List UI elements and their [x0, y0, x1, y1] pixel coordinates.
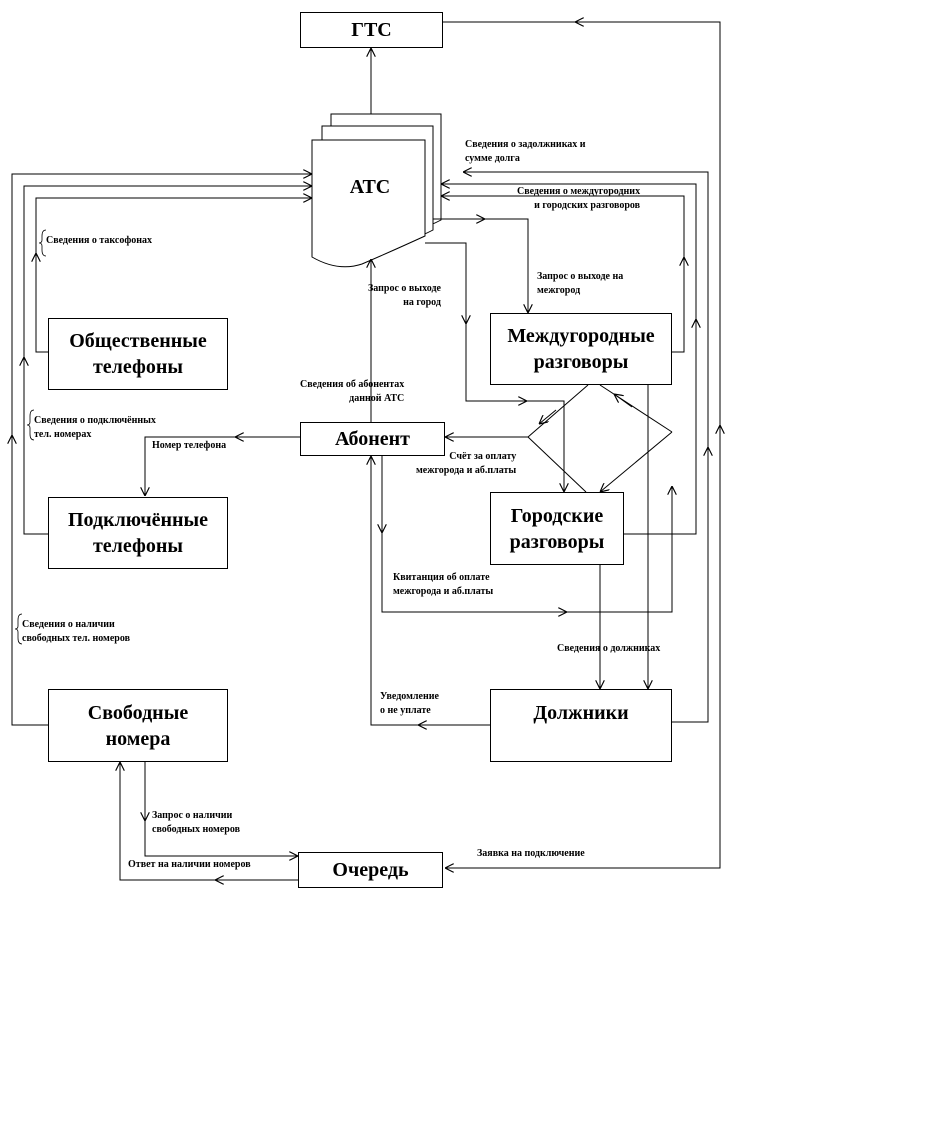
label-debtors-info: Сведения о задолжниках и сумме долга [465, 138, 586, 166]
label-nonpayment-notice: Уведомление о не уплате [380, 690, 439, 718]
label-free-numbers-info: Сведения о наличии свободных тел. номеро… [22, 618, 130, 646]
label-free-numbers-request-line2: свободных номеров [152, 824, 241, 835]
loop-longdist-right [441, 196, 685, 353]
label-numbers-answer-line1: Ответ на наличии номеров [128, 859, 251, 870]
diamond-right-bottom [600, 431, 673, 492]
connected-phones-box: Подключённые телефоны [48, 497, 228, 569]
public-phones-label-line2: телефоны [92, 356, 183, 378]
label-connected-info: Сведения о подключённых тел. номерах [34, 414, 156, 442]
arrow-ats-to-longdist [433, 218, 528, 313]
label-debtor-info: Сведения о должниках [557, 642, 660, 656]
label-payment-bill-line1: Счёт за оплату [449, 451, 517, 462]
label-long-distance-request-line1: Запрос о выходе на [537, 271, 624, 282]
loop-public-phones [35, 198, 312, 353]
label-payment-bill-line2: межгорода и аб.платы [416, 465, 517, 476]
label-free-numbers-request: Запрос о наличии свободных номеров [152, 809, 240, 837]
arrow-debtors-to-subscriber [371, 456, 490, 726]
label-debtors-info-line1: Сведения о задолжниках и [465, 139, 586, 150]
loop-debtors-right [463, 172, 709, 723]
label-payment-bill: Счёт за оплату межгорода и аб.платы [416, 450, 516, 478]
label-city-request-line1: Запрос о выходе [368, 283, 441, 294]
arrow-free-to-queue [144, 762, 298, 856]
free-numbers-box: Свободные номера [48, 689, 228, 762]
brace-free-numbers [14, 613, 23, 645]
ats-label: АТС [349, 176, 391, 198]
label-payphones-info: Сведения о таксофонах [46, 234, 152, 248]
label-nonpayment-notice-line2: о не уплате [380, 705, 431, 716]
queue-box: Очередь [298, 852, 443, 888]
ats-document-stack [311, 113, 442, 268]
diamond-right-chevron [614, 394, 633, 408]
label-connection-request-line1: Заявка на подключение [477, 848, 585, 859]
loop-city-right [441, 184, 697, 535]
label-debtor-info-line1: Сведения о должниках [557, 643, 661, 654]
city-calls-label-line1: Городские [510, 504, 604, 527]
label-payment-receipt: Квитанция об оплате межгорода и аб.платы [393, 571, 493, 599]
bill-from-city [527, 436, 587, 493]
city-calls-box: Городские разговоры [490, 492, 624, 565]
connected-phones-label-line2: телефоны [92, 535, 184, 557]
label-calls-info: Сведения о междугородних и городских раз… [517, 185, 640, 213]
public-phones-box: Общественные телефоны [48, 318, 228, 390]
label-connected-info-line1: Сведения о подключённых [34, 415, 156, 426]
label-payment-receipt-line1: Квитанция об оплате [393, 572, 490, 583]
label-nonpayment-notice-line1: Уведомление [380, 691, 439, 702]
bill-from-longdist [527, 384, 589, 438]
debtors-box: Должники [490, 689, 672, 762]
label-calls-info-line2: и городских разговоров [534, 200, 641, 211]
label-long-distance-request: Запрос о выходе на межгород [537, 270, 623, 298]
label-debtors-info-line2: сумме долга [465, 153, 520, 164]
city-calls-label-line2: разговоры [509, 530, 605, 553]
label-numbers-answer: Ответ на наличии номеров [128, 858, 251, 872]
label-long-distance-request-line2: межгород [537, 285, 581, 296]
arrow-ats-to-city [425, 242, 564, 492]
label-phone-number-line1: Номер телефона [152, 440, 227, 451]
free-numbers-label-line2: номера [105, 727, 171, 750]
label-subscribers-info-line1: Сведения об абонентах [300, 379, 405, 390]
gts-box: ГТС [300, 12, 443, 48]
subscriber-label: Абонент [335, 428, 410, 450]
label-payment-receipt-line2: межгорода и аб.платы [393, 586, 494, 597]
long-distance-box: Междугородные разговоры [490, 313, 672, 385]
long-distance-label-line1: Междугородные [507, 325, 655, 347]
label-phone-number: Номер телефона [152, 439, 226, 453]
label-free-numbers-request-line1: Запрос о наличии [152, 810, 233, 821]
subscriber-box: Абонент [300, 422, 445, 456]
free-numbers-label-line1: Свободные [87, 701, 189, 724]
brace-payphones [38, 229, 47, 257]
label-city-request: Запрос о выходе на город [368, 282, 441, 310]
label-connected-info-line2: тел. номерах [34, 429, 92, 440]
label-free-numbers-info-line1: Сведения о наличии [22, 619, 115, 630]
ats-box: АТС [330, 170, 410, 204]
label-calls-info-line1: Сведения о междугородних [517, 186, 641, 197]
label-free-numbers-info-line2: свободных тел. номеров [22, 633, 130, 644]
bill-chevron [539, 409, 557, 424]
label-connection-request: Заявка на подключение [477, 847, 585, 861]
label-payphones-info-line1: Сведения о таксофонах [46, 235, 153, 246]
label-city-request-line2: на город [403, 297, 441, 308]
gts-label: ГТС [351, 19, 392, 41]
label-subscribers-info: Сведения об абонентах данной АТС [300, 378, 404, 406]
debtors-label: Должники [533, 702, 629, 724]
brace-connected [26, 409, 35, 441]
label-subscribers-info-line2: данной АТС [349, 393, 405, 404]
queue-label: Очередь [332, 859, 409, 881]
long-distance-label-line2: разговоры [533, 351, 629, 373]
arrow-queue-to-free [120, 762, 298, 881]
connected-phones-label-line1: Подключённые [67, 509, 209, 531]
public-phones-label-line1: Общественные [69, 330, 207, 352]
diamond-right-top [599, 384, 673, 433]
